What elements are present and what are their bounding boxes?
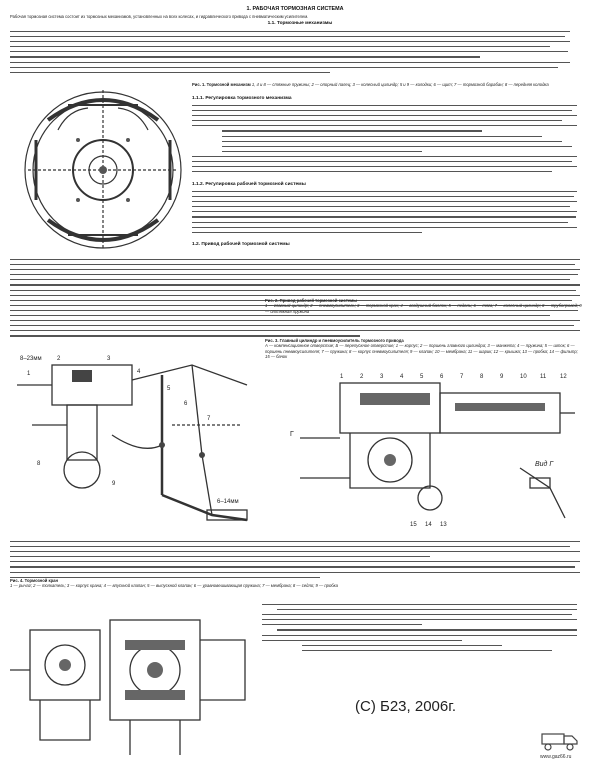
section-1-1-heading: 1.1. Тормозные механизмы: [267, 21, 333, 26]
fig3-label-11: 11: [540, 374, 547, 380]
fig2-label-4: 4: [137, 369, 141, 375]
fig2-label-5: 5: [167, 386, 171, 392]
brake-mechanism-drawing: [24, 90, 182, 250]
intro-text: Рабочая тормозная система состоит из тор…: [10, 14, 309, 19]
fig2-label-6: 6: [184, 401, 188, 407]
fig3-label-7: 7: [460, 374, 464, 380]
fig3-caption-text: А — компенсационное отверстие; Б — переп…: [265, 343, 578, 359]
brake-drive-drawing: 8–23мм 6–14мм 1 2 3 4 5 6 7 8 9: [17, 356, 248, 522]
fig3-caption-title: Рис. 3. Главный цилиндр и пневмоусилител…: [265, 338, 404, 343]
fig3-label-8: 8: [480, 374, 484, 380]
fig3-label-1: 1: [340, 374, 344, 380]
fig2-label-3: 3: [107, 356, 111, 362]
fig3-label-9: 9: [500, 374, 504, 380]
master-cylinder-drawing: Г Вид Г 1 2 3 4 5 6 7 8 9 10 11 12 13 14…: [290, 374, 575, 528]
section-1-1-2-heading: 1.1.2. Регулировка рабочей тормозной сис…: [192, 182, 306, 187]
fig4-caption: Рис. 4. Тормозной кран 1 — рычаг; 2 — то…: [10, 578, 580, 596]
fig4-caption-text: 1 — рычаг; 2 — толкатель; 3 — корпус кра…: [10, 583, 338, 589]
dimension-label-1: 6–14мм: [217, 499, 239, 505]
fig2-caption-title: Рис. 2. Привод рабочей тормозной системы: [265, 298, 357, 303]
fig2-label-9: 9: [112, 481, 116, 487]
page-title: 1. РАБОЧАЯ ТОРМОЗНАЯ СИСТЕМА: [246, 6, 344, 12]
brake-valve-drawing: [10, 619, 246, 755]
fig2-label-2: 2: [57, 356, 61, 362]
fig3-label-13: 13: [440, 522, 447, 528]
fig1-caption-text: 1, 4 и 8 — стяжные пружины; 2 — опорный …: [251, 82, 549, 87]
fig3-label-12: 12: [560, 374, 567, 380]
text-block-top: [10, 29, 580, 73]
fig3-label-6: 6: [440, 374, 444, 380]
fig3-label-3: 3: [380, 374, 384, 380]
text-block-middle: [10, 258, 585, 337]
site-url: www.gaz66.ru: [540, 754, 572, 760]
fig3-label-5: 5: [420, 374, 424, 380]
fig4-caption-title: Рис. 4. Тормозной кран: [10, 578, 58, 583]
view-label: Вид Г: [535, 460, 554, 468]
section-1-2-heading: 1.2. Привод рабочей тормозной системы: [192, 242, 290, 247]
fig2-label-8: 8: [37, 461, 41, 467]
text-block-right-1: [192, 104, 582, 173]
text-block-right-lower: [262, 603, 582, 651]
fig2-caption: Рис. 2. Привод рабочей тормозной системы…: [265, 298, 583, 336]
fig3-label-10: 10: [520, 374, 527, 380]
fig3-label-4: 4: [400, 374, 404, 380]
fig2-label-1: 1: [27, 371, 31, 377]
dimension-label-2: 8–23мм: [20, 356, 42, 362]
fig2-caption-text: 1 — главный цилиндр; 2 — пневмоусилитель…: [265, 303, 582, 314]
fig3-caption: Рис. 3. Главный цилиндр и пневмоусилител…: [265, 338, 583, 366]
fig3-label-2: 2: [360, 374, 364, 380]
fig3-label-14: 14: [425, 522, 432, 528]
section-1-1-1-heading: 1.1.1. Регулировка тормозного механизма: [192, 96, 292, 101]
text-block-right-2: [192, 190, 582, 233]
copyright-text: (С) Б23, 2006г.: [355, 698, 457, 715]
section-label-g: Г: [290, 431, 294, 438]
fig1-caption: Рис. 1. Тормозной механизм 1, 4 и 8 — ст…: [192, 82, 577, 94]
fig3-label-15: 15: [410, 522, 417, 528]
truck-logo-icon: [541, 733, 578, 751]
text-block-lower: [10, 540, 585, 578]
fig2-label-7: 7: [207, 416, 211, 422]
fig1-caption-title: Рис. 1. Тормозной механизм: [192, 82, 251, 87]
